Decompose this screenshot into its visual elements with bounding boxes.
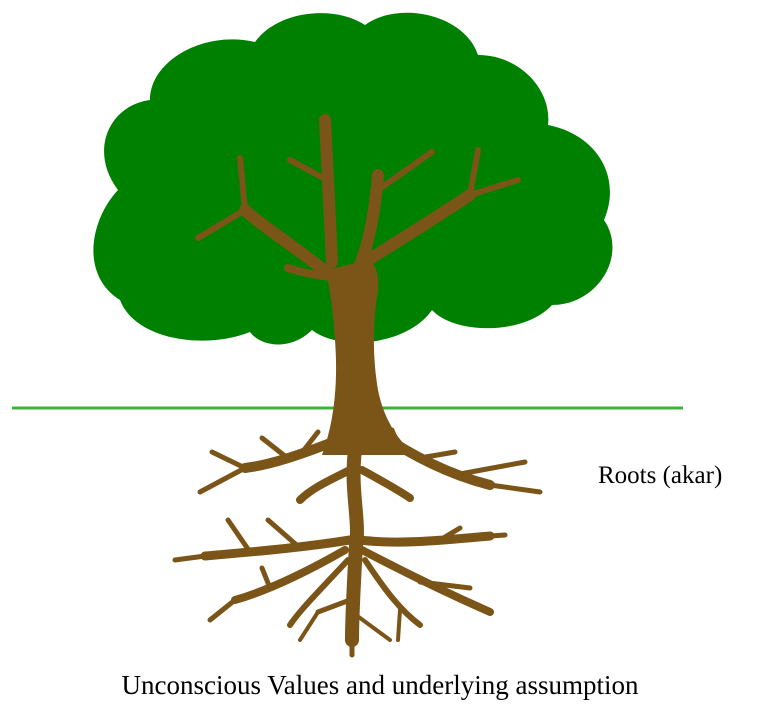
roots-label: Roots (akar): [598, 460, 722, 492]
tree-roots: [175, 430, 540, 655]
diagram-caption: Unconscious Values and underlying assump…: [0, 668, 760, 702]
